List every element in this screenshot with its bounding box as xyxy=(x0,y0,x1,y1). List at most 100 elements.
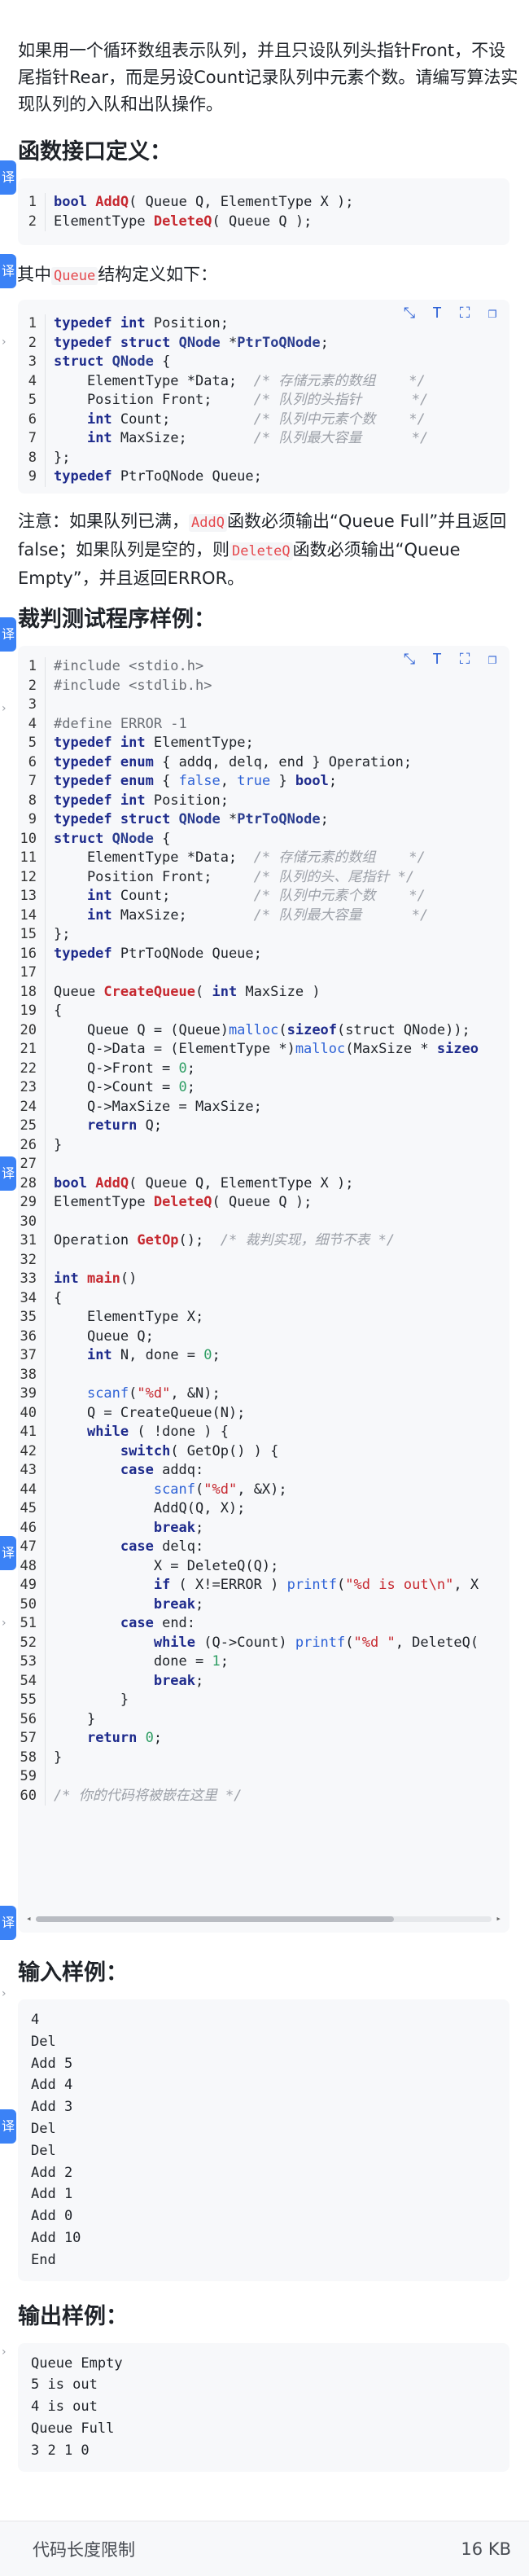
code-line: 22 Q->Front = 0; xyxy=(18,1059,509,1078)
judge-heading: 裁判测试程序样例： xyxy=(18,607,216,632)
copy-icon[interactable]: ❐ xyxy=(487,305,497,322)
code-line: 56 } xyxy=(18,1709,509,1729)
code-line: 55 } xyxy=(18,1691,509,1710)
output-heading: 输出样例： xyxy=(18,2303,128,2329)
sample-line: Add 10 xyxy=(31,2229,81,2246)
sample-line: 4 is out xyxy=(31,2398,98,2416)
translate-tag[interactable]: 译 xyxy=(0,1906,16,1940)
code-line: 51 case end: xyxy=(18,1614,509,1634)
code-line: 58} xyxy=(18,1748,509,1767)
code-line: 35 ElementType X; xyxy=(18,1308,509,1327)
sample-line: Add 2 xyxy=(31,2164,73,2181)
code-line: 59 xyxy=(18,1767,509,1787)
collapse-icon[interactable]: ⤡ xyxy=(403,305,416,322)
code-line: 41 while ( !done ) { xyxy=(18,1423,509,1442)
collapse-icon[interactable]: ⤡ xyxy=(403,651,416,668)
code-line: 11 ElementType *Data; /* 存储元素的数组 */ xyxy=(18,849,509,868)
code-line: 52 while (Q->Count) printf("%d ", Delete… xyxy=(18,1633,509,1652)
sample-line: Del xyxy=(31,2142,56,2159)
code-line: 42 switch( GetOp() ) { xyxy=(18,1442,509,1461)
code-toolbar: ⤡ T ⛶ ❐ xyxy=(400,305,501,323)
sample-line: Queue Empty xyxy=(31,2354,123,2372)
code-line: 15}; xyxy=(18,925,509,945)
code-line: 23 Q->Count = 0; xyxy=(18,1078,509,1098)
code-line: 30 xyxy=(18,1212,509,1231)
code-line: 4 ElementType *Data; /* 存储元素的数组 */ xyxy=(18,371,509,391)
code-line: 5 Position Front; /* 队列的头指针 */ xyxy=(18,391,509,410)
limit-footer: 代码长度限制 16 KB xyxy=(0,2521,529,2576)
scroll-left-icon[interactable]: ◂ xyxy=(26,1913,32,1924)
chevron-right-icon[interactable]: › xyxy=(2,1617,7,1630)
sample-line: Add 4 xyxy=(31,2077,73,2094)
judge-code-block: ⤡ T ⛶ ❐ 1#include <stdio.h> 2#include <s… xyxy=(18,646,509,1933)
sample-line: Add 1 xyxy=(31,2186,73,2203)
horizontal-scrollbar[interactable]: ◂ ▸ xyxy=(24,1913,503,1924)
fullscreen-icon[interactable]: ⛶ xyxy=(459,651,470,668)
code-length-label: 代码长度限制 xyxy=(33,2539,135,2560)
code-line: 8}; xyxy=(18,448,509,467)
code-line: 7 int MaxSize; /* 队列最大容量 */ xyxy=(18,429,509,449)
chevron-right-icon[interactable]: › xyxy=(2,2346,7,2359)
chevron-right-icon[interactable]: › xyxy=(2,1987,7,2000)
translate-tag[interactable]: 译 xyxy=(0,2109,16,2144)
fullscreen-icon[interactable]: ⛶ xyxy=(459,305,470,322)
translate-tag[interactable]: 译 xyxy=(0,617,16,652)
sample-line: Add 5 xyxy=(31,2055,73,2072)
translate-tag[interactable]: 译 xyxy=(0,160,16,195)
translate-tag[interactable]: 译 xyxy=(0,1156,16,1191)
sample-line: Del xyxy=(31,2120,56,2137)
code-line: 40 Q = CreateQueue(N); xyxy=(18,1403,509,1423)
code-line: 17 xyxy=(18,963,509,983)
code-line: 32 xyxy=(18,1250,509,1270)
copy-icon[interactable]: ❐ xyxy=(487,651,497,668)
code-line: 53 done = 1; xyxy=(18,1652,509,1672)
input-heading: 输入样例： xyxy=(18,1960,128,1986)
code-line: 37 int N, done = 0; xyxy=(18,1346,509,1366)
code-line: 12 Position Front; /* 队列的头、尾指针 */ xyxy=(18,867,509,887)
code-line: 36 Queue Q; xyxy=(18,1327,509,1346)
font-size-icon[interactable]: T xyxy=(432,305,442,322)
problem-intro: 如果用一个循环数组表示队列，并且只设队列头指针Front，不设尾指针Rear，而… xyxy=(18,41,518,114)
code-line: 21 Q->Data = (ElementType *)malloc(MaxSi… xyxy=(18,1040,509,1060)
translate-tag[interactable]: 译 xyxy=(0,1536,16,1570)
code-line: 45 AddQ(Q, X); xyxy=(18,1499,509,1519)
font-size-icon[interactable]: T xyxy=(432,651,442,668)
code-line: 2#include <stdlib.h> xyxy=(18,676,509,696)
code-line: 24 Q->MaxSize = MaxSize; xyxy=(18,1097,509,1117)
code-line: 14 int MaxSize; /* 队列最大容量 */ xyxy=(18,906,509,925)
code-line: 19{ xyxy=(18,1002,509,1021)
code-line: 60/* 你的代码将被嵌在这里 */ xyxy=(18,1786,509,1806)
chevron-right-icon[interactable]: › xyxy=(2,702,7,715)
scroll-thumb[interactable] xyxy=(36,1916,394,1922)
chevron-right-icon[interactable]: › xyxy=(2,336,7,349)
code-line: 13 int Count; /* 队列中元素个数 */ xyxy=(18,887,509,906)
sample-line: 5 is out xyxy=(31,2376,98,2394)
scroll-right-icon[interactable]: ▸ xyxy=(496,1913,501,1924)
sample-line: Del xyxy=(31,2033,56,2050)
code-line: 3 xyxy=(18,696,509,715)
code-line: 38 xyxy=(18,1365,509,1385)
code-line: 57 return 0; xyxy=(18,1729,509,1749)
code-line: 27 xyxy=(18,1155,509,1174)
translate-tag[interactable]: 译 xyxy=(0,254,16,288)
code-line: 47 case delq: xyxy=(18,1538,509,1557)
code-toolbar: ⤡ T ⛶ ❐ xyxy=(400,651,501,669)
sample-line: End xyxy=(31,2251,56,2268)
